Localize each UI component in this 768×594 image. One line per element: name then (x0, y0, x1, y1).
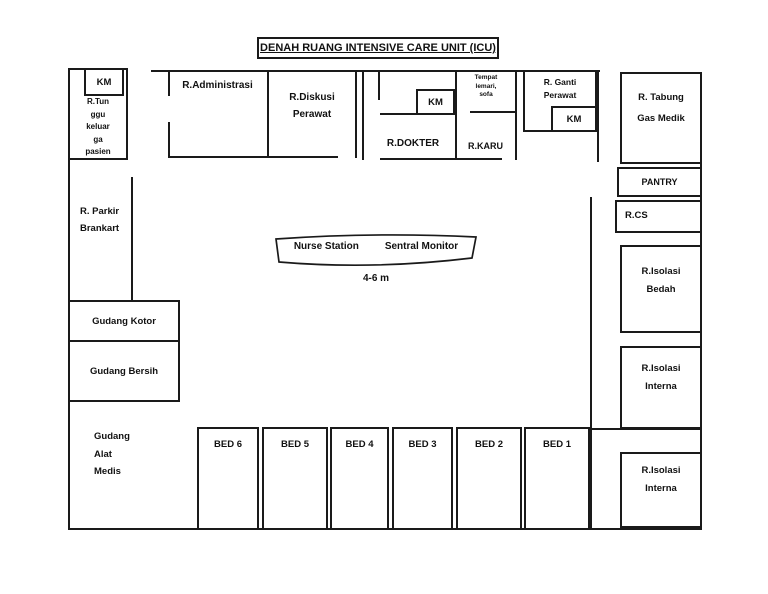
bed-5-label: BED 5 (281, 439, 309, 450)
bed-5: BED 5 (262, 427, 328, 528)
bed-4-label: BED 4 (345, 439, 374, 450)
door-gap (338, 154, 355, 160)
room-isolasi-bedah-label: R.Isolasi Bedah (641, 266, 681, 295)
room-isolasi-interna-1 (620, 346, 702, 429)
room-gudang-alat-medis-label: Gudang Alat Medis (94, 431, 130, 477)
wall-dokter-karu-divider (455, 70, 457, 160)
bed-3: BED 3 (392, 427, 453, 528)
room-cs-label: R.CS (625, 210, 648, 221)
room-gudang-kotor: Gudang Kotor (68, 300, 180, 342)
wall-dokter-left (362, 70, 364, 160)
room-karu-label: R.KARU (468, 141, 503, 151)
bed-6: BED 6 (197, 427, 259, 528)
room-km-ganti-label: KM (566, 113, 582, 125)
room-isolasi-interna-2 (620, 452, 702, 528)
wall-tempat-divider (470, 111, 517, 113)
sentral-monitor-label: Sentral Monitor (384, 241, 459, 252)
bed-3-label: BED 3 (408, 439, 437, 450)
nurse-station-banner (275, 234, 478, 267)
room-administrasi-label: R.Administrasi (182, 80, 253, 91)
wall-outer-bottom (68, 528, 702, 530)
room-isolasi-interna-1-label: R.Isolasi Interna (641, 363, 681, 392)
room-km-ganti (551, 106, 597, 132)
room-tabung-gas-label: R. Tabung Gas Medik (637, 92, 685, 124)
area-parkir-brankart-label: R. Parkir Brankart (80, 206, 120, 234)
room-cs (615, 200, 702, 233)
area-tempat-label: Tempat lemari, sofa (474, 74, 498, 98)
room-ganti-perawat-label: R. Ganti Perawat (543, 77, 577, 100)
nurse-station-labels: Nurse Station Sentral Monitor (268, 241, 484, 252)
bed-1: BED 1 (524, 427, 590, 528)
room-gudang-kotor-label: Gudang Kotor (92, 315, 156, 327)
wall-admin-divider (267, 70, 269, 158)
wall-karu-bottom (455, 158, 502, 160)
room-km-waiting-label: KM (96, 76, 112, 88)
room-pantry-label: PANTRY (641, 177, 678, 187)
room-waiting-label: R.Tun ggu keluar ga pasien (85, 97, 111, 156)
room-km-waiting (84, 68, 124, 96)
bed-4: BED 4 (330, 427, 389, 528)
room-gudang-bersih-label: Gudang Bersih (89, 365, 159, 377)
wall-km-dokter-bottom (380, 113, 418, 115)
wall-parkir (131, 177, 133, 300)
room-tabung-gas (620, 72, 702, 164)
room-isolasi-bedah (620, 245, 702, 333)
room-km-dokter (416, 89, 455, 115)
wall-karu-right (515, 70, 517, 160)
wall-top (151, 70, 600, 72)
room-dokter-label: R.DOKTER (386, 138, 440, 149)
wall-dokter-stub (378, 70, 380, 100)
room-gudang-bersih: Gudang Bersih (68, 340, 180, 402)
bed-2: BED 2 (456, 427, 522, 528)
wall-dokter-bottom (380, 158, 455, 160)
bed-6-label: BED 6 (214, 439, 242, 450)
wall-right-corridor (590, 428, 702, 430)
wall-ganti-right (597, 70, 599, 162)
page-title: DENAH RUANG INTENSIVE CARE UNIT (ICU) (257, 37, 499, 59)
bed-2-label: BED 2 (475, 439, 503, 450)
room-pantry: PANTRY (617, 167, 702, 197)
room-diskusi-label: R.Diskusi Perawat (289, 92, 335, 120)
room-isolasi-interna-2-label: R.Isolasi Interna (641, 465, 681, 494)
wall-main-right (590, 197, 592, 528)
nurse-station-label: Nurse Station (293, 241, 359, 252)
distance-label: 4-6 m (362, 273, 390, 284)
wall-outer-left (68, 68, 70, 530)
bed-1-label: BED 1 (543, 439, 571, 450)
room-km-dokter-label: KM (428, 96, 443, 108)
door-gap (166, 96, 172, 122)
